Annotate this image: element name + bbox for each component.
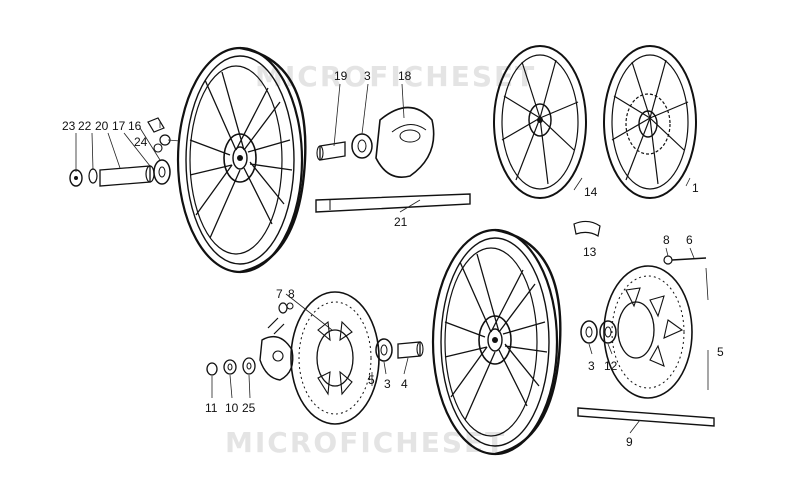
brake-disc-right bbox=[603, 265, 693, 399]
left-axle-parts bbox=[69, 117, 171, 187]
label-10: 10 bbox=[225, 401, 239, 415]
label-21: 21 bbox=[394, 215, 408, 229]
label-13: 13 bbox=[583, 245, 597, 259]
label-7: 7 bbox=[276, 287, 283, 301]
wheel-14 bbox=[493, 45, 587, 199]
brake-disc-left bbox=[290, 291, 380, 425]
label-9: 9 bbox=[626, 435, 633, 449]
bearing-3-top bbox=[351, 133, 373, 159]
label-19: 19 bbox=[334, 69, 348, 83]
label-5-right: 5 bbox=[717, 345, 724, 359]
label-3-mid: 3 bbox=[384, 377, 391, 391]
label-6: 6 bbox=[686, 233, 693, 247]
label-3-right: 3 bbox=[588, 359, 595, 373]
spacer-12 bbox=[599, 320, 617, 344]
washers-11-10-25 bbox=[206, 357, 256, 376]
balance-weight-13 bbox=[573, 220, 601, 237]
label-14: 14 bbox=[584, 185, 598, 199]
label-24: 24 bbox=[134, 135, 148, 149]
label-4: 4 bbox=[401, 377, 408, 391]
label-8-right: 8 bbox=[663, 233, 670, 247]
bearing-3-mid bbox=[375, 338, 393, 362]
watermark-bottom: MICROFICHESET bbox=[225, 426, 506, 459]
label-20: 20 bbox=[95, 119, 109, 133]
front-wheel-rim bbox=[176, 46, 307, 274]
label-18: 18 bbox=[398, 69, 412, 83]
label-5-left: 5 bbox=[368, 373, 375, 387]
label-12: 12 bbox=[604, 359, 618, 373]
watermark-top: MICROFICHESET bbox=[255, 60, 536, 93]
label-8-left: 8 bbox=[288, 287, 295, 301]
hub-spacer-19 bbox=[316, 141, 346, 161]
leader-lines bbox=[75, 83, 709, 434]
bearing-3-right bbox=[580, 320, 598, 344]
small-parts-7-8 bbox=[278, 302, 294, 314]
label-3-top: 3 bbox=[364, 69, 371, 83]
axle-21 bbox=[315, 193, 471, 213]
label-23: 23 bbox=[62, 119, 76, 133]
label-16: 16 bbox=[128, 119, 142, 133]
label-11: 11 bbox=[205, 401, 218, 415]
bolt-6 bbox=[663, 255, 707, 265]
label-17: 17 bbox=[112, 119, 126, 133]
axle-9 bbox=[577, 407, 715, 427]
label-25: 25 bbox=[242, 401, 256, 415]
spacer-4 bbox=[397, 341, 424, 359]
speedo-drive bbox=[259, 317, 294, 381]
label-22: 22 bbox=[78, 119, 92, 133]
part-labels: 23 22 20 17 16 24 19 3 18 21 14 1 13 8 6… bbox=[62, 69, 724, 449]
label-1: 1 bbox=[692, 181, 699, 195]
wheel-1 bbox=[603, 45, 697, 199]
rear-wheel-rim bbox=[431, 228, 562, 456]
hub-cover-18 bbox=[375, 106, 435, 178]
